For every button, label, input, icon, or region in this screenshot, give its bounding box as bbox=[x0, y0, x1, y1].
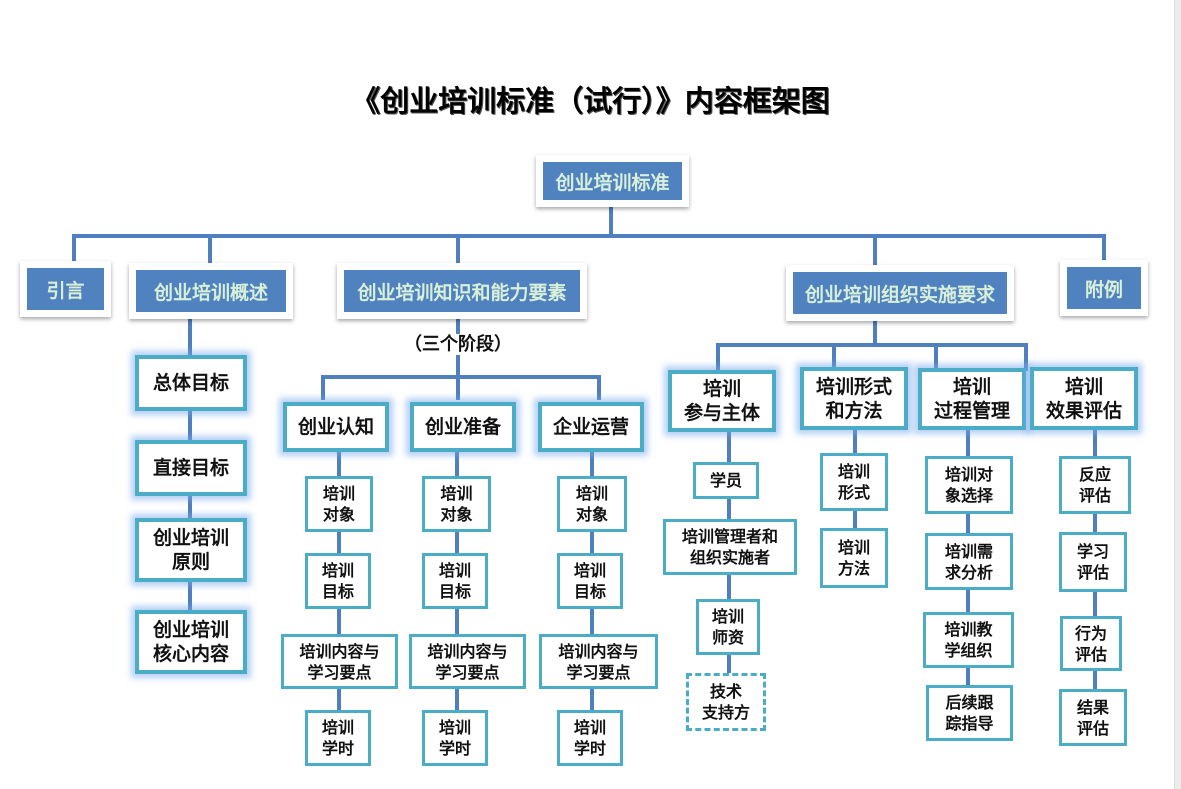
org-item[interactable]: 培训对 象选择 bbox=[925, 456, 1013, 514]
stage-item[interactable]: 培训 对象 bbox=[422, 476, 491, 532]
root-node[interactable]: 创业培训标准 bbox=[536, 155, 689, 207]
org-group-node[interactable]: 培训 效果评估 bbox=[1030, 367, 1138, 430]
stage-node[interactable]: 创业准备 bbox=[410, 402, 516, 452]
org-item[interactable]: 培训 方法 bbox=[820, 528, 888, 588]
section-organization[interactable]: 创业培训组织实施要求 bbox=[786, 265, 1014, 321]
org-item[interactable]: 反应 评估 bbox=[1059, 456, 1131, 514]
org-item[interactable]: 行为 评估 bbox=[1060, 616, 1122, 671]
section-appendix[interactable]: 附例 bbox=[1060, 260, 1148, 316]
overview-item[interactable]: 创业培训 原则 bbox=[135, 518, 247, 582]
stage-item[interactable]: 培训 对象 bbox=[557, 476, 627, 532]
overview-item[interactable]: 总体目标 bbox=[135, 355, 247, 411]
org-item[interactable]: 培训需 求分析 bbox=[925, 533, 1013, 590]
org-group-node[interactable]: 培训 过程管理 bbox=[918, 368, 1026, 430]
stages-note: （三个阶段） bbox=[404, 334, 512, 355]
stage-item[interactable]: 培训内容与 学习要点 bbox=[281, 634, 398, 689]
section-overview[interactable]: 创业培训概述 bbox=[129, 263, 293, 319]
org-item-optional[interactable]: 技术 支持方 bbox=[686, 673, 766, 731]
stage-item[interactable]: 培训 目标 bbox=[422, 553, 488, 609]
org-item[interactable]: 培训管理者和 组织实施者 bbox=[663, 519, 797, 575]
diagram-title: 《创业培训标准（试行）》内容框架图 bbox=[351, 84, 830, 118]
stage-node[interactable]: 创业认知 bbox=[283, 402, 389, 452]
vertical-scrollbar[interactable] bbox=[1174, 0, 1181, 789]
stage-item[interactable]: 培训 学时 bbox=[557, 710, 623, 766]
stage-item[interactable]: 培训 目标 bbox=[305, 553, 371, 609]
stage-item[interactable]: 培训内容与 学习要点 bbox=[409, 634, 526, 689]
stage-item[interactable]: 培训 目标 bbox=[557, 553, 623, 609]
stage-item[interactable]: 培训内容与 学习要点 bbox=[539, 634, 658, 689]
org-item[interactable]: 学习 评估 bbox=[1059, 532, 1127, 592]
section-knowledge[interactable]: 创业培训知识和能力要素 bbox=[337, 263, 587, 319]
org-group-node[interactable]: 培训 参与主体 bbox=[668, 370, 776, 432]
section-intro[interactable]: 引言 bbox=[20, 261, 111, 317]
org-item[interactable]: 后续跟 踪指导 bbox=[926, 685, 1013, 741]
overview-item[interactable]: 创业培训 核心内容 bbox=[135, 610, 247, 674]
stage-node[interactable]: 企业运营 bbox=[538, 402, 644, 452]
org-item[interactable]: 培训教 学组织 bbox=[923, 612, 1014, 668]
stage-item[interactable]: 培训 学时 bbox=[305, 710, 371, 766]
org-item[interactable]: 培训 师资 bbox=[696, 599, 760, 655]
org-item[interactable]: 结果 评估 bbox=[1059, 689, 1127, 746]
org-item[interactable]: 学员 bbox=[693, 462, 759, 499]
org-item[interactable]: 培训 形式 bbox=[820, 453, 888, 511]
stage-item[interactable]: 培训 学时 bbox=[422, 710, 488, 766]
overview-item[interactable]: 直接目标 bbox=[135, 440, 247, 496]
org-group-node[interactable]: 培训形式 和方法 bbox=[800, 367, 908, 430]
stage-item[interactable]: 培训 对象 bbox=[305, 476, 373, 532]
